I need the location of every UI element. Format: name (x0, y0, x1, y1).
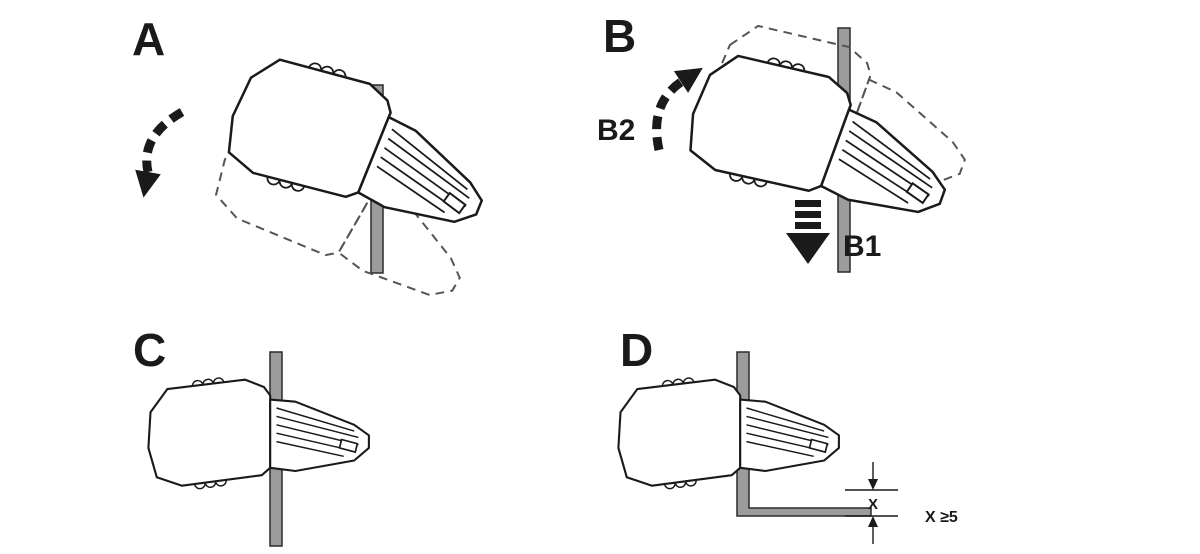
rotate-up-arrowhead-icon (673, 67, 703, 93)
panel-a: A (132, 13, 509, 300)
panel-d-label: D (620, 324, 653, 376)
rotate-down-arrowhead-icon (135, 169, 161, 198)
panel-b: B B2 B1 (597, 6, 989, 273)
connector-device (147, 376, 370, 490)
dimension-x-label: X (868, 496, 878, 513)
connector-device (675, 34, 970, 251)
panel-c-label: C (133, 324, 166, 376)
mounting-panel-with-flange (736, 351, 872, 517)
panel-a-label: A (132, 13, 165, 65)
dimension-arrowhead-down-icon (868, 479, 878, 490)
press-down-arrow-icon (786, 200, 830, 264)
panel-c: C (133, 324, 370, 547)
dimension-note: X ≥5 (925, 509, 958, 526)
panel-d: D X X ≥5 (617, 324, 958, 544)
panel-b-label: B (603, 10, 636, 62)
rotate-down-arrow-icon (142, 108, 185, 173)
connector-device (617, 376, 840, 490)
dimension-arrowhead-up-icon (868, 516, 878, 527)
step-b1-label: B1 (843, 230, 881, 263)
rotate-up-arrow-icon (652, 78, 684, 151)
step-b2-label: B2 (597, 114, 635, 147)
